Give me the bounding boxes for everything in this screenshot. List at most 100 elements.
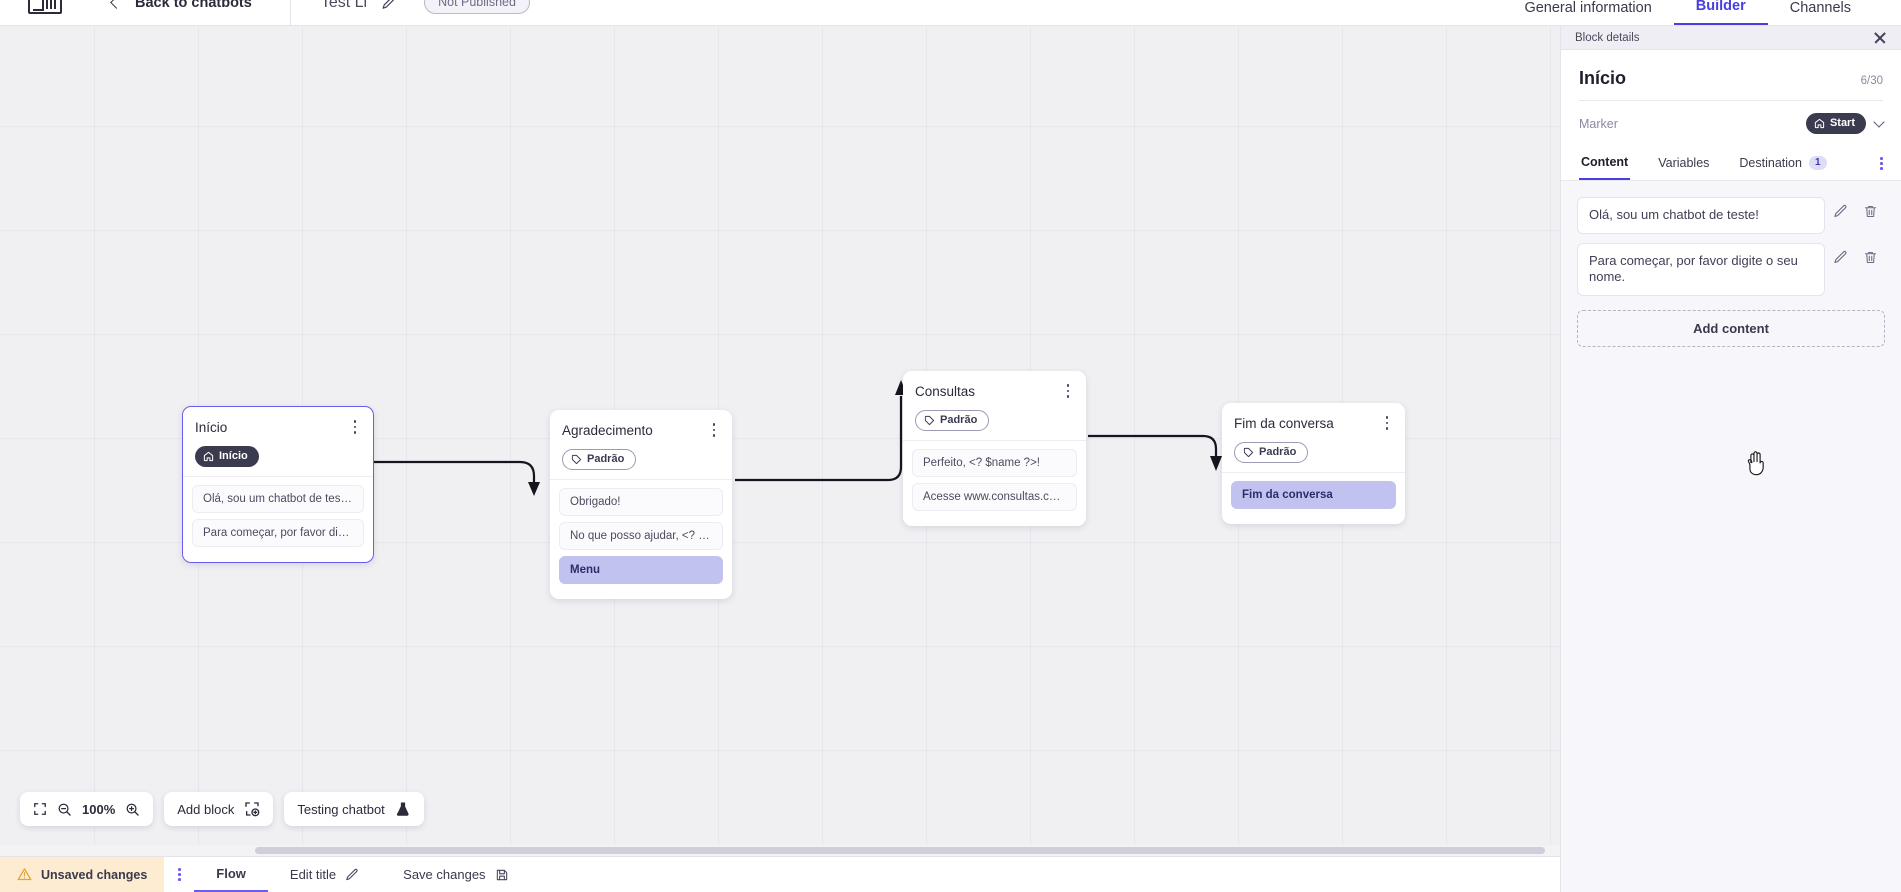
panel-marker-select[interactable]: Start xyxy=(1805,113,1885,134)
panel-tab-variables[interactable]: Variables xyxy=(1656,148,1711,179)
panel-tab-destination[interactable]: Destination 1 xyxy=(1737,148,1828,179)
flow-block-menu-icon[interactable] xyxy=(1380,415,1394,431)
flow-message[interactable]: Obrigado! xyxy=(559,488,723,516)
save-disk-icon xyxy=(495,868,509,882)
panel-content-body: Olá, sou um chatbot de teste! Para começ… xyxy=(1561,181,1901,892)
flow-block-marker[interactable]: Padrão xyxy=(550,440,732,479)
flow-block-agradecimento[interactable]: Agradecimento Padrão Obrigado! No que po… xyxy=(550,410,732,599)
unsaved-changes-indicator: Unsaved changes xyxy=(0,857,165,892)
panel-tab-variables-label: Variables xyxy=(1658,156,1710,170)
panel-tab-content[interactable]: Content xyxy=(1579,147,1631,180)
zoom-out-icon[interactable] xyxy=(57,802,72,817)
flow-block-inicio[interactable]: Início Início Olá, sou um chatbot de tes… xyxy=(182,406,374,563)
tab-builder[interactable]: Builder xyxy=(1673,0,1768,25)
marker-badge-label: Padrão xyxy=(587,453,625,465)
back-to-chatbots-button[interactable]: Back to chatbots xyxy=(110,0,252,11)
marker-badge-label: Início xyxy=(219,450,248,462)
mouse-cursor-pointer xyxy=(1744,451,1767,478)
status-bar-menu-icon[interactable] xyxy=(164,857,194,892)
edit-content-icon[interactable] xyxy=(1825,197,1855,219)
tab-general-information[interactable]: General information xyxy=(1524,0,1652,16)
warning-triangle-icon xyxy=(17,867,32,882)
zoom-in-icon[interactable] xyxy=(125,802,140,817)
content-row: Para começar, por favor digite o seu nom… xyxy=(1577,242,1885,296)
delete-content-icon[interactable] xyxy=(1855,243,1885,265)
content-row: Olá, sou um chatbot de teste! xyxy=(1577,197,1885,234)
edit-title-label: Edit title xyxy=(289,867,337,882)
flow-message[interactable]: Acesse www.consultas.com par... xyxy=(912,483,1077,511)
panel-char-count: 6/30 xyxy=(1860,75,1883,87)
flow-block-header: Início xyxy=(183,407,373,437)
fit-screen-icon[interactable] xyxy=(33,802,47,816)
flow-block-title: Fim da conversa xyxy=(1234,416,1334,431)
testing-chatbot-button[interactable]: Testing chatbot xyxy=(284,792,424,826)
panel-tab-destination-label: Destination xyxy=(1739,156,1802,170)
edit-content-icon[interactable] xyxy=(1825,243,1855,265)
flow-block-messages: Olá, sou um chatbot de teste! Para começ… xyxy=(183,485,373,547)
close-icon[interactable] xyxy=(1873,31,1887,45)
scrollbar-thumb[interactable] xyxy=(255,847,1545,854)
tag-icon xyxy=(571,454,582,464)
save-changes-label: Save changes xyxy=(403,867,486,882)
flow-block-title: Consultas xyxy=(915,384,976,399)
flow-block-menu-icon[interactable] xyxy=(1061,383,1075,399)
edit-title-button[interactable]: Edit title xyxy=(268,857,381,892)
add-block-button[interactable]: Add block xyxy=(164,792,274,826)
marker-badge-start: Início xyxy=(195,446,259,467)
flow-message[interactable]: Perfeito, <? $name ?>! xyxy=(912,449,1077,477)
status-tab-flow[interactable]: Flow xyxy=(194,857,268,892)
flow-block-consultas[interactable]: Consultas Padrão Perfeito, <? $name ?>! … xyxy=(903,371,1086,526)
flow-block-divider xyxy=(183,476,373,477)
flow-block-marker[interactable]: Padrão xyxy=(903,401,1086,440)
zoom-level-label: 100% xyxy=(82,801,116,817)
flow-message[interactable]: Para começar, por favor digite o ... xyxy=(192,519,364,547)
back-to-chatbots-label: Back to chatbots xyxy=(135,0,252,11)
panel-header: Block details xyxy=(1561,26,1901,50)
flow-block-messages: Fim da conversa xyxy=(1222,481,1405,509)
edit-title-pencil-icon[interactable] xyxy=(381,0,398,11)
bottom-status-bar: Unsaved changes Flow Edit title Save cha… xyxy=(0,856,1560,892)
flow-block-menu-icon[interactable] xyxy=(707,422,721,438)
panel-header-title: Block details xyxy=(1575,31,1640,44)
flow-block-divider xyxy=(550,479,732,480)
panel-marker-label: Marker xyxy=(1579,116,1618,131)
flow-message[interactable]: Fim da conversa xyxy=(1231,481,1396,509)
panel-tabs: Content Variables Destination 1 xyxy=(1561,147,1901,181)
chevron-down-icon[interactable] xyxy=(1873,115,1885,128)
panel-tab-content-label: Content xyxy=(1581,155,1629,169)
flow-message-menu[interactable]: Menu xyxy=(559,556,723,584)
save-changes-button[interactable]: Save changes xyxy=(381,857,530,892)
content-text[interactable]: Para começar, por favor digite o seu nom… xyxy=(1577,242,1825,296)
flow-block-divider xyxy=(903,440,1086,441)
flow-block-header: Fim da conversa xyxy=(1222,403,1405,433)
flow-block-fim-da-conversa[interactable]: Fim da conversa Padrão Fim da conversa xyxy=(1222,403,1405,524)
flow-block-title: Agradecimento xyxy=(562,423,653,438)
marker-badge-start: Start xyxy=(1805,113,1866,134)
marker-badge-default: Padrão xyxy=(562,449,637,470)
flow-block-menu-icon[interactable] xyxy=(348,419,362,435)
panel-title-row: Início 6/30 xyxy=(1579,50,1883,100)
flow-block-divider xyxy=(1222,472,1405,473)
add-content-button[interactable]: Add content xyxy=(1577,309,1885,347)
content-text[interactable]: Olá, sou um chatbot de teste! xyxy=(1577,197,1825,234)
tab-channels[interactable]: Channels xyxy=(1789,0,1851,16)
home-icon xyxy=(1814,118,1825,128)
flow-block-marker[interactable]: Padrão xyxy=(1222,433,1405,472)
flow-block-marker[interactable]: Início xyxy=(183,437,373,476)
zoom-controls[interactable]: 100% xyxy=(20,792,154,826)
status-tab-flow-label: Flow xyxy=(216,866,246,881)
panel-tabs-menu-icon[interactable] xyxy=(1878,155,1885,172)
block-details-panel: Block details Início 6/30 Marker Start C… xyxy=(1560,26,1901,892)
delete-content-icon[interactable] xyxy=(1855,197,1885,219)
horizontal-scrollbar[interactable] xyxy=(0,845,1560,856)
flow-block-messages: Obrigado! No que posso ajudar, <? $name … xyxy=(550,488,732,584)
flow-canvas[interactable]: Início Início Olá, sou um chatbot de tes… xyxy=(0,26,1560,856)
flow-message[interactable]: No que posso ajudar, <? $name ... xyxy=(559,522,723,550)
home-icon xyxy=(203,451,214,461)
flow-message[interactable]: Olá, sou um chatbot de teste! xyxy=(192,485,364,513)
top-tabs: General information Builder Channels xyxy=(1502,0,1901,25)
toolbar-divider xyxy=(289,0,291,25)
pencil-icon xyxy=(345,868,359,882)
marker-badge-label: Padrão xyxy=(1259,446,1297,458)
flow-block-header: Agradecimento xyxy=(550,410,732,440)
